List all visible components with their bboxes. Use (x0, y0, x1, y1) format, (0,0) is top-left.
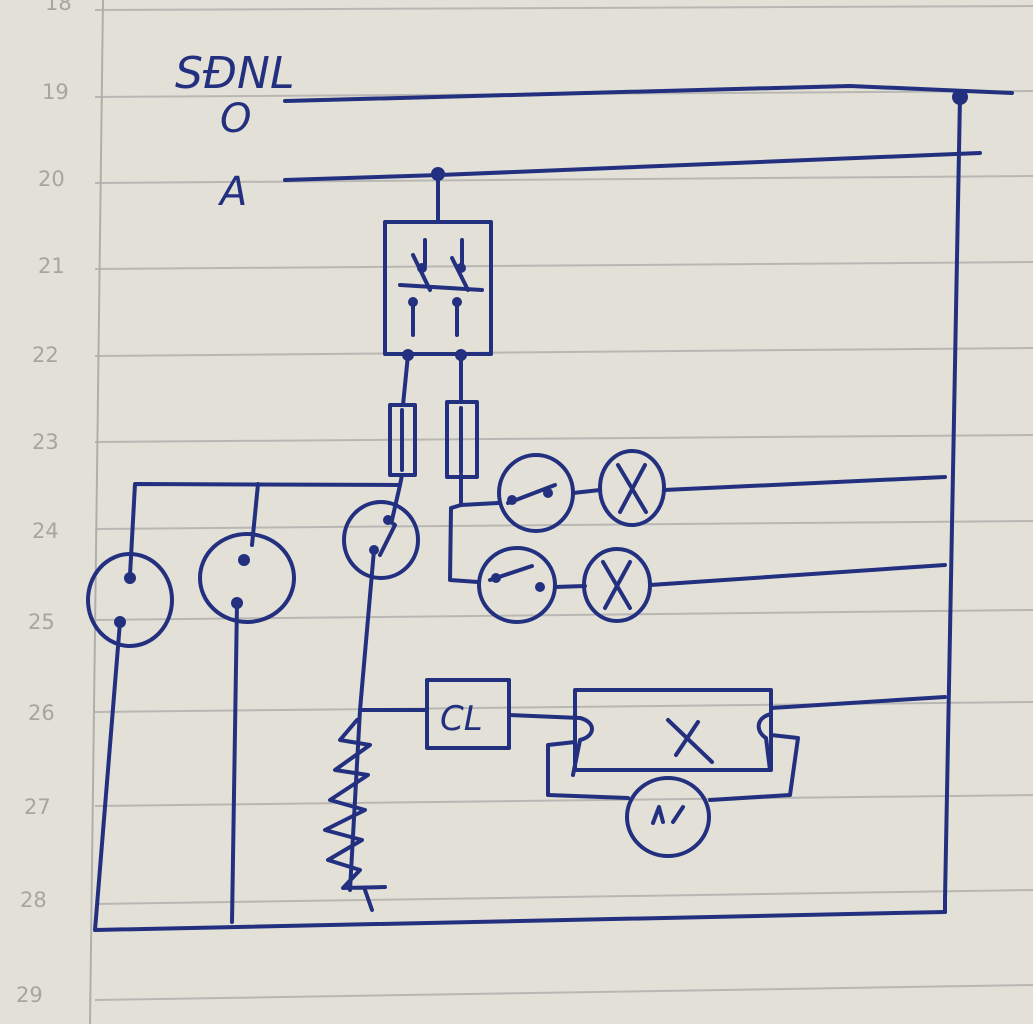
neutral-wire-label: O (220, 96, 251, 142)
socket-feeder (128, 473, 404, 577)
diagram-title: SĐNL (175, 48, 294, 99)
line-number: 20 (38, 167, 65, 191)
fluorescent-tube-circuit: CL (358, 548, 947, 858)
neutral-wire (283, 84, 1014, 914)
line-number: 23 (32, 430, 59, 454)
line-number: 26 (28, 701, 55, 725)
line-numbers: 18 19 20 21 22 23 24 25 26 27 28 29 (16, 0, 72, 1007)
lamp-circuit-1 (459, 449, 947, 533)
margin-line (89, 0, 104, 1024)
tube-light-switch (342, 500, 420, 580)
notebook-rules (94, 5, 1033, 1001)
line-number: 25 (28, 610, 55, 634)
line-number: 22 (32, 343, 59, 367)
ballast-label: CL (440, 699, 483, 739)
line-number: 21 (38, 254, 65, 278)
line-number: 18 (45, 0, 72, 15)
phase-wire (283, 151, 982, 224)
line-number: 19 (42, 80, 69, 104)
ground-electrode (323, 708, 387, 912)
starter (625, 776, 711, 858)
line-number: 29 (16, 983, 43, 1007)
return-wire (93, 601, 947, 932)
tube-lamp (573, 688, 773, 772)
line-number: 28 (20, 888, 47, 912)
socket-outlet (198, 532, 296, 624)
line-number: 24 (32, 519, 59, 543)
fuses (388, 353, 479, 479)
double-pole-switch (383, 220, 493, 361)
phase-wire-label: A (217, 169, 247, 215)
lamp-circuit-2 (448, 503, 947, 624)
line-number: 27 (24, 795, 51, 819)
